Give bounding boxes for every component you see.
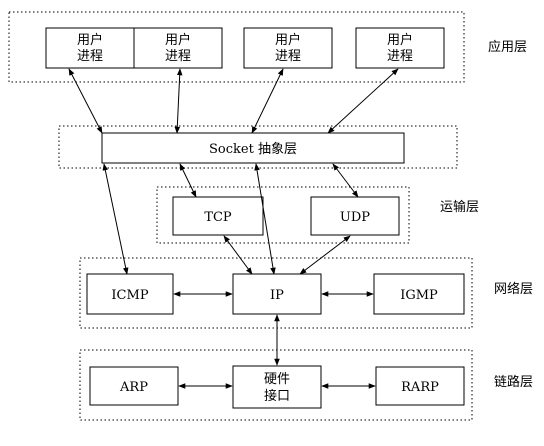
user-process-4-line1: 用户 — [387, 32, 413, 48]
socket-abstraction-layer: Socket 抽象层 — [101, 132, 405, 164]
label-link-layer: 链路层 — [494, 374, 533, 390]
arrow-socket-icmp — [102, 163, 129, 275]
user-process-4-line2: 进程 — [387, 49, 413, 64]
hardware-interface-line2: 接口 — [264, 388, 290, 404]
network-layer-frame — [79, 257, 473, 329]
arrow-udp-ip — [299, 235, 351, 275]
user-process-3-line2: 进程 — [275, 49, 301, 64]
application-layer-frame — [8, 11, 465, 83]
arrow-process1-socket — [68, 68, 103, 134]
igmp-box: IGMP — [373, 273, 465, 315]
hardware-interface-line1: 硬件 — [264, 372, 290, 387]
transport-layer-frame — [156, 186, 410, 244]
user-process-3-line1: 用户 — [275, 32, 301, 48]
arrow-process2-socket — [174, 68, 183, 134]
udp-box: UDP — [310, 196, 400, 236]
arrow-process4-socket — [327, 68, 399, 134]
arrow-socket-tcp — [179, 163, 197, 198]
socket-label: Socket 抽象层 — [209, 142, 297, 157]
rarp-box: RARP — [375, 366, 465, 406]
rarp-label: RARP — [401, 380, 439, 395]
arrow-socket-udp — [332, 163, 359, 198]
igmp-label: IGMP — [400, 288, 438, 303]
user-process-2: 用户 进程 — [133, 27, 223, 69]
arp-label: ARP — [119, 380, 148, 395]
arrow-socket-ip — [254, 163, 276, 275]
arp-box: ARP — [89, 366, 179, 406]
icmp-label: ICMP — [111, 288, 148, 303]
tcp-label: TCP — [204, 210, 232, 225]
hardware-interface-box: 硬件 接口 — [232, 365, 322, 409]
arrow-process3-socket — [251, 68, 284, 134]
user-process-1-line2: 进程 — [77, 49, 103, 64]
ip-box: IP — [232, 273, 322, 315]
user-process-2-line1: 用户 — [165, 32, 191, 48]
label-transport-layer: 运输层 — [440, 199, 479, 215]
label-application-layer: 应用层 — [488, 39, 527, 55]
udp-label: UDP — [340, 210, 370, 225]
user-process-1-line1: 用户 — [77, 32, 103, 48]
label-network-layer: 网络层 — [494, 281, 533, 297]
tcp-box: TCP — [172, 196, 264, 236]
user-process-3: 用户 进程 — [243, 27, 333, 69]
icmp-box: ICMP — [86, 273, 174, 315]
user-process-2-line2: 进程 — [165, 49, 191, 64]
ip-label: IP — [270, 288, 284, 303]
user-process-1: 用户 进程 — [45, 27, 135, 69]
arrow-tcp-ip — [223, 235, 253, 275]
user-process-4: 用户 进程 — [355, 27, 445, 69]
